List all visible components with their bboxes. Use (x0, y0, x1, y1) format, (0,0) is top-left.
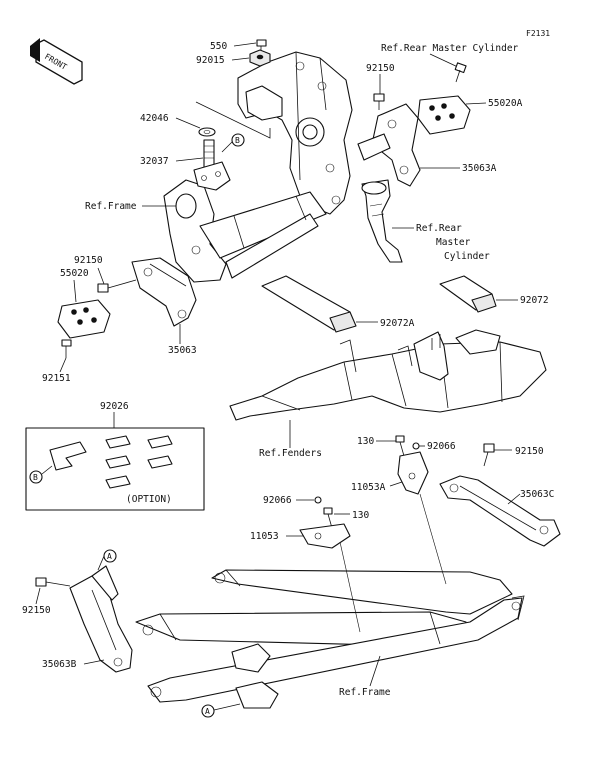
callout-a-lower (201, 704, 215, 718)
label-32037: 32037 (140, 156, 169, 167)
front-arrow-icon: FRONT (30, 38, 83, 85)
label-35063B: 35063B (42, 659, 77, 670)
label-92072A: 92072A (380, 318, 415, 329)
bolt-92150-top (373, 93, 385, 110)
footrest-plate-55020A (417, 95, 471, 135)
option-box-92026: B (25, 427, 205, 511)
label-11053: 11053 (250, 531, 279, 542)
diagram-code: F2131 (526, 29, 550, 38)
peg-32037 (193, 139, 231, 191)
label-ref-frame-top: Ref.Frame (85, 201, 137, 212)
footrest-plate-55020 (57, 299, 111, 339)
bolt-92150-top-right (454, 62, 467, 83)
label-130-top: 130 (357, 436, 374, 447)
bolt-92150-left (97, 279, 137, 293)
strap-92072 (439, 275, 497, 313)
bolt-92151 (61, 339, 72, 358)
rear-master-cylinder (361, 179, 403, 263)
callout-b-top (231, 133, 245, 147)
strap-92072A (261, 275, 357, 333)
svg-text:B: B (235, 136, 240, 145)
bolt-130-mid (323, 507, 333, 529)
label-35063A: 35063A (462, 163, 497, 174)
footrest-bracket-35063B (69, 565, 133, 673)
bolt-130-top (395, 435, 405, 457)
label-ref-fenders: Ref.Fenders (259, 448, 322, 459)
label-ref-rear-1: Ref.Rear (416, 223, 462, 234)
svg-text:A: A (205, 707, 210, 716)
svg-text:A: A (107, 552, 112, 561)
label-92072: 92072 (520, 295, 549, 306)
label-ref-rear-master-cylinder: Ref.Rear Master Cylinder (381, 43, 519, 54)
nut-92015 (249, 49, 271, 67)
label-35063C: 35063C (520, 489, 554, 500)
clamp-11053 (299, 523, 351, 549)
label-ref-rear-3: Cylinder (444, 251, 490, 262)
label-55020A: 55020A (488, 98, 523, 109)
label-42046: 42046 (140, 113, 169, 124)
label-550: 550 (210, 41, 227, 52)
label-92150-right: 92150 (515, 446, 544, 457)
label-130-mid: 130 (352, 510, 369, 521)
footrest-bracket-35063C (439, 475, 561, 547)
label-ref-rear-2: Master (436, 237, 471, 248)
label-35063: 35063 (168, 345, 197, 356)
label-92015: 92015 (196, 55, 225, 66)
bolt-92150-right (483, 443, 495, 467)
footrest-bracket-35063A (357, 103, 421, 187)
washer-42046 (198, 127, 216, 137)
label-92066-mid: 92066 (263, 495, 292, 506)
lower-subframe (135, 493, 525, 709)
label-55020: 55020 (60, 268, 89, 279)
footrest-bracket-35063 (131, 257, 197, 327)
label-92066-top: 92066 (427, 441, 456, 452)
label-92151: 92151 (42, 373, 71, 384)
label-92150-left: 92150 (74, 255, 103, 266)
upper-frame (163, 51, 353, 283)
bolt-92150-bottom (35, 577, 71, 587)
label-92026: 92026 (100, 401, 129, 412)
svg-text:B: B (33, 473, 38, 482)
fender-undertray (229, 329, 547, 421)
label-option: (OPTION) (126, 494, 172, 505)
label-ref-frame-bottom: Ref.Frame (339, 687, 391, 698)
label-11053A: 11053A (351, 482, 386, 493)
clamp-11053A (397, 451, 429, 495)
label-92150-bottom: 92150 (22, 605, 51, 616)
label-92150-top: 92150 (366, 63, 395, 74)
